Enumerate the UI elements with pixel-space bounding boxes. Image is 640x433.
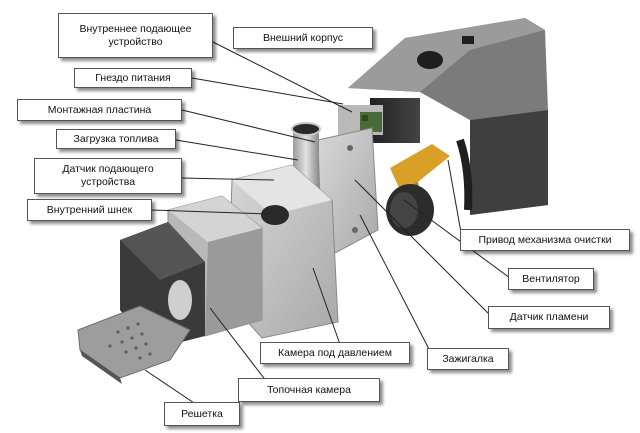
combustion-chamber-part bbox=[120, 195, 263, 350]
outer-housing-part bbox=[348, 18, 548, 215]
grate-part bbox=[77, 305, 191, 384]
label-igniter: Зажигалка bbox=[427, 348, 509, 370]
leader-lines bbox=[144, 41, 511, 412]
label-grate: Решетка bbox=[164, 402, 240, 426]
label-power-socket: Гнездо питания bbox=[74, 68, 192, 88]
label-fuel-loading: Загрузка топлива bbox=[56, 129, 176, 149]
label-mounting-plate: Монтажная пластина bbox=[17, 99, 182, 121]
inner-feeder-part bbox=[338, 98, 420, 143]
label-inner-feeder: Внутреннее подающее устройство bbox=[58, 13, 213, 58]
fan-part bbox=[386, 184, 434, 236]
label-outer-housing: Внешний корпус bbox=[233, 27, 373, 49]
label-fan: Вентилятор bbox=[508, 268, 594, 290]
label-cleaning-drive: Привод механизма очистки bbox=[460, 229, 630, 251]
label-flame-sensor: Датчик пламени bbox=[488, 306, 610, 329]
label-pressure-chamber: Камера под давлением bbox=[260, 342, 410, 364]
label-inner-auger: Внутренний шнек bbox=[27, 199, 152, 221]
label-combustion-chamber: Топочная камера bbox=[238, 378, 380, 402]
label-feeder-sensor: Датчик подающего устройства bbox=[34, 158, 182, 194]
